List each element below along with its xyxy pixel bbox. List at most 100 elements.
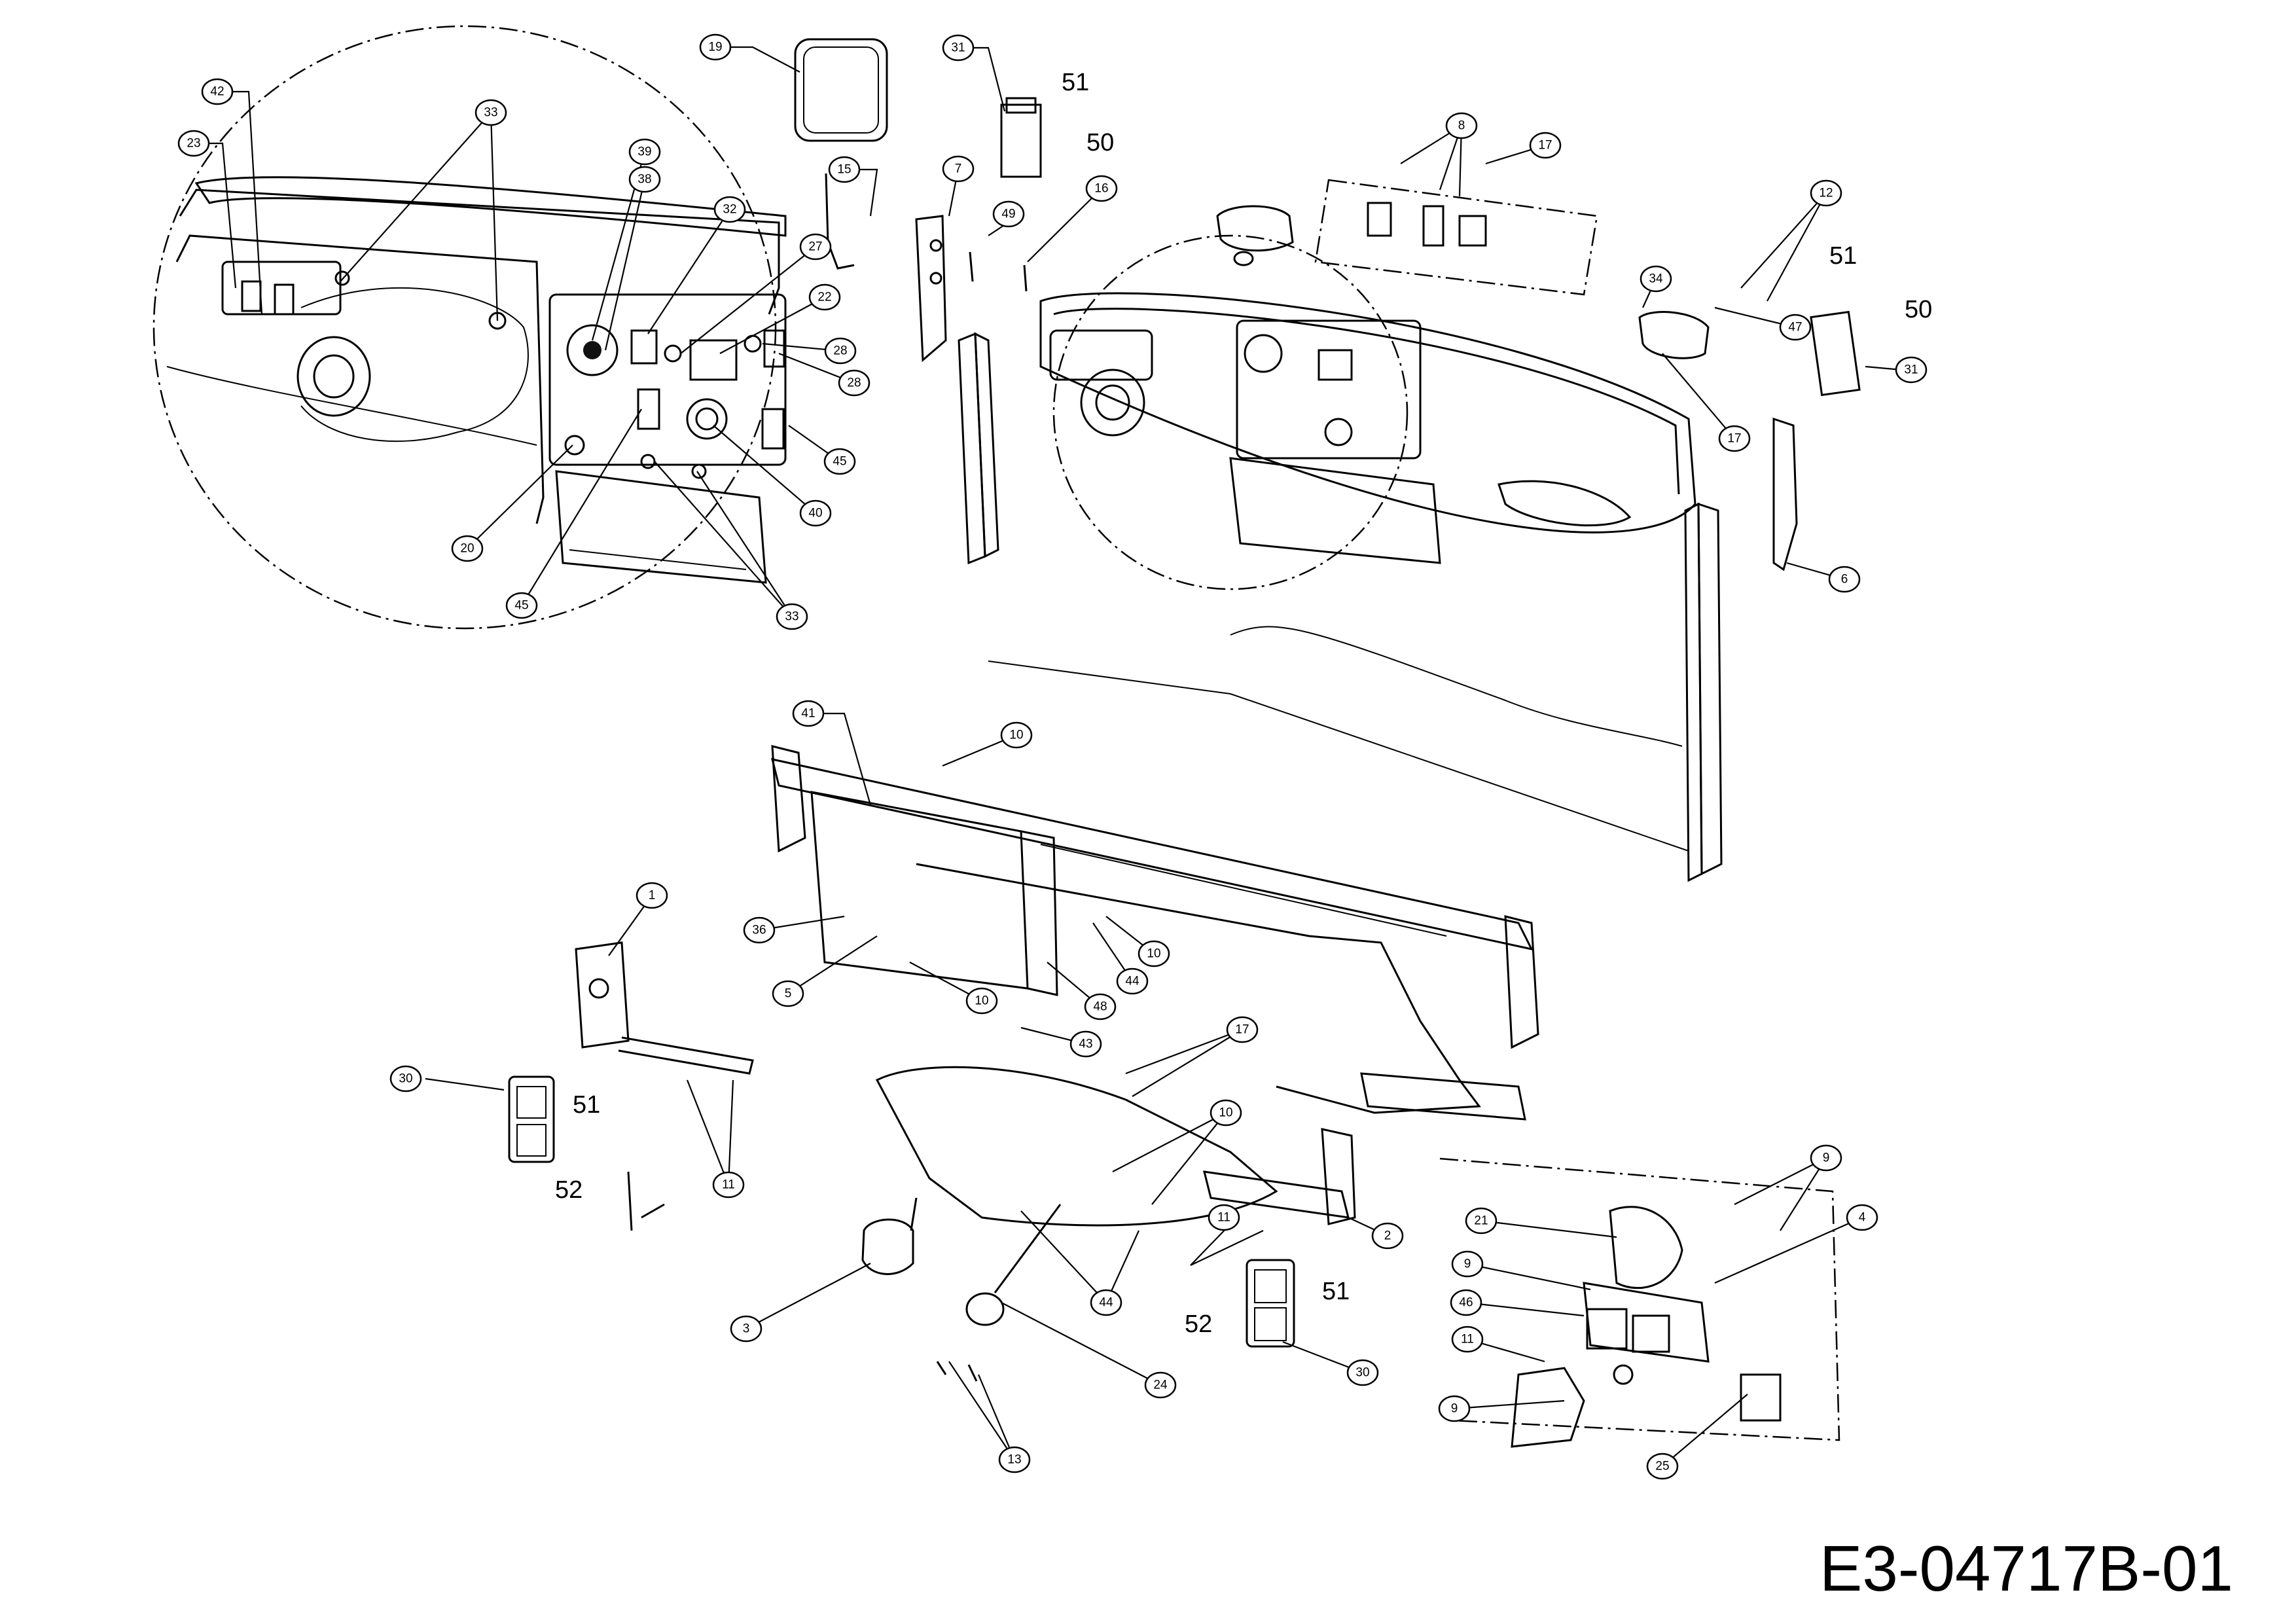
callout-49: 49 [992,200,1025,228]
callout-bubble [1069,1030,1102,1058]
callout-number: 38 [637,173,651,187]
callout-bubble [1226,1016,1259,1043]
callout-bubble [730,1315,762,1343]
callout-bubble [505,592,538,619]
callout-bubble [1210,1099,1242,1127]
callout-bubble [772,980,804,1007]
callout-number: 9 [1451,1402,1458,1416]
callout-11: 11 [1451,1326,1484,1353]
callout-31: 31 [942,34,975,62]
callout-bubble [1810,1144,1842,1172]
light-top-right [1810,310,1861,397]
label-52: 52 [1185,1310,1212,1338]
callout-32: 32 [713,196,746,223]
callout-bubble [799,233,832,261]
mirror-part [794,38,888,142]
callout-number: 2 [1384,1229,1391,1243]
callout-12: 12 [1810,179,1842,207]
callout-number: 42 [210,85,224,99]
label-51: 51 [1829,242,1857,270]
callout-10: 10 [1210,1099,1242,1127]
callout-number: 3 [743,1322,750,1336]
callout-27: 27 [799,233,832,261]
callout-bubble [799,499,832,527]
callout-16: 16 [1085,175,1118,202]
callout-bubble [628,166,661,193]
callout-number: 30 [1355,1366,1369,1380]
callout-bubble [1451,1326,1484,1353]
tail-light-left [508,1075,555,1163]
callout-number: 41 [801,707,815,721]
callout-bubble [201,78,234,105]
callout-45: 45 [823,448,856,475]
callout-bubble [838,369,870,397]
callout-bubble [1846,1204,1878,1231]
callout-bubble [824,337,857,365]
callout-number: 28 [833,344,847,358]
callout-44: 44 [1090,1289,1122,1316]
callout-45: 45 [505,592,538,619]
callout-bubble [998,1446,1031,1473]
callout-leaders [194,46,1902,1467]
callout-30: 30 [1346,1359,1379,1386]
callout-bubble [177,130,210,157]
callout-11: 11 [1208,1204,1240,1231]
callout-20: 20 [451,535,484,562]
callout-23: 23 [177,130,210,157]
callout-number: 47 [1788,321,1802,334]
callout-number: 24 [1153,1379,1168,1392]
callout-bubble [1116,967,1149,995]
callout-10: 10 [1000,721,1033,749]
exploded-view-linework [152,25,1861,1448]
callout-38: 38 [628,166,661,193]
label-51: 51 [1062,69,1089,96]
callout-number: 7 [955,162,962,176]
callout-number: 10 [1147,947,1160,961]
dashboard-detail [166,176,787,584]
callout-46: 46 [1450,1289,1482,1316]
callout-number: 12 [1819,187,1833,200]
callout-6: 6 [1828,566,1861,593]
callout-3: 3 [730,1315,762,1343]
callout-number: 9 [1823,1151,1830,1165]
callout-number: 27 [808,240,822,254]
callout-47: 47 [1779,314,1812,341]
callout-bubble [1445,112,1478,139]
callout-bubble [1438,1395,1471,1422]
callout-17: 17 [1718,425,1751,452]
callout-number: 40 [808,507,822,520]
callout-11: 11 [712,1171,745,1199]
callout-44: 44 [1116,967,1149,995]
callout-bubble [1529,132,1562,159]
callout-10: 10 [1138,940,1170,967]
callout-bubble [1090,1289,1122,1316]
callout-17: 17 [1529,132,1562,159]
tail-light-center [1246,1259,1295,1348]
callout-31: 31 [1895,356,1928,384]
callout-number: 31 [1904,363,1918,377]
callout-number: 48 [1093,1000,1107,1014]
callout-bubble [1371,1222,1404,1250]
callout-number: 21 [1474,1214,1488,1228]
callout-15: 15 [828,156,861,183]
callout-number: 8 [1458,119,1465,133]
callout-9: 9 [1451,1250,1484,1278]
callout-bubble [636,882,668,909]
callout-36: 36 [743,916,776,944]
callout-number: 10 [1219,1106,1232,1120]
callout-number: 19 [708,41,722,54]
callout-bubble [475,99,507,126]
callout-number: 36 [752,924,766,937]
callout-bubble [1451,1250,1484,1278]
callout-9: 9 [1438,1395,1471,1422]
label-50: 50 [1086,129,1114,156]
callout-bubble [451,535,484,562]
callout-bubble [699,33,732,61]
callout-number: 34 [1649,272,1663,286]
callout-bubble [389,1065,422,1092]
callout-28: 28 [824,337,857,365]
callout-21: 21 [1465,1207,1498,1235]
callout-bubble [1779,314,1812,341]
callout-number: 45 [833,455,846,469]
